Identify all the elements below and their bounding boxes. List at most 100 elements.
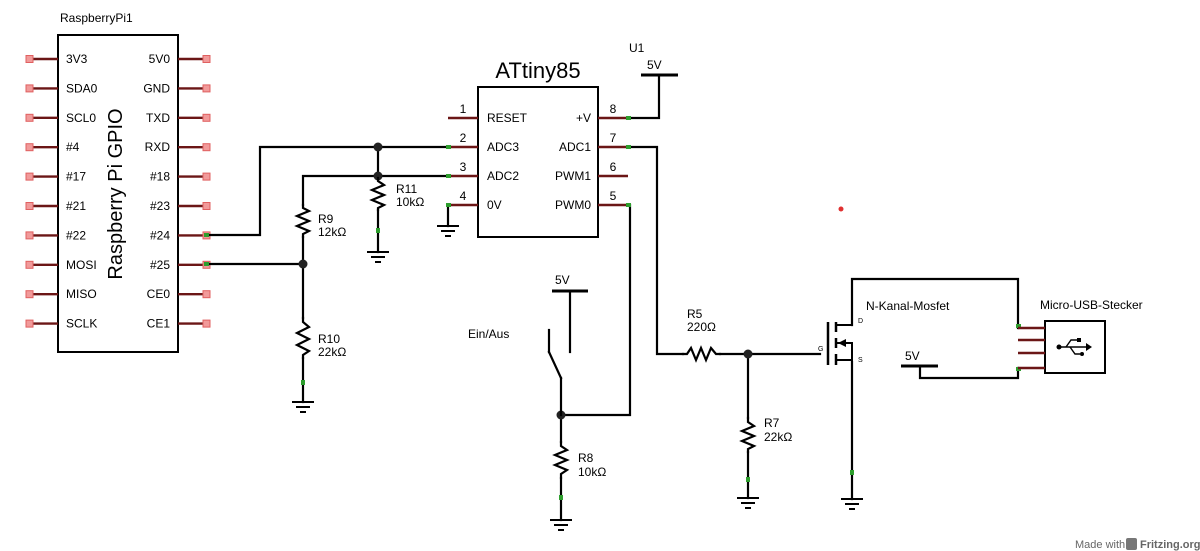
rpi-left-pin-label: SCLK bbox=[66, 317, 97, 331]
r5-name: R5 bbox=[687, 307, 703, 321]
junction-dots bbox=[298, 142, 753, 420]
fritzing-logo-icon bbox=[1126, 538, 1137, 550]
rpi-right-pin-label: TXD bbox=[146, 111, 170, 125]
rpi-pin-terminal bbox=[202, 55, 211, 63]
rpi-name: RaspberryPi1 bbox=[60, 11, 133, 25]
rpi-pin-terminal bbox=[25, 172, 34, 181]
wires bbox=[206, 73, 1020, 522]
resistor-r9: R9 12kΩ bbox=[294, 203, 346, 239]
rpi-pin-terminal bbox=[25, 202, 34, 210]
resistor-r8: R8 10kΩ bbox=[552, 440, 606, 480]
attiny-pin-number: 1 bbox=[460, 102, 467, 116]
attiny-name: ATtiny85 bbox=[495, 58, 580, 83]
resistor-r5: R5 220Ω bbox=[681, 307, 722, 363]
attiny-pin-number: 2 bbox=[460, 131, 467, 145]
rpi-pin-terminal bbox=[202, 84, 211, 93]
rpi-left-pin-label: #4 bbox=[66, 140, 80, 154]
power-5v-label: 5V bbox=[555, 273, 570, 287]
rpi-left-pin-label: 3V3 bbox=[66, 52, 88, 66]
footer-made-with: Made with bbox=[1075, 539, 1125, 551]
ground-symbols bbox=[292, 225, 863, 531]
rpi-pin-terminal bbox=[25, 319, 34, 328]
r5-value: 220Ω bbox=[687, 320, 716, 334]
micro-usb-connector: Micro-USB-Stecker bbox=[1018, 298, 1143, 374]
attiny-body bbox=[477, 86, 599, 238]
attiny-pin-label: 0V bbox=[487, 198, 502, 212]
rpi-left-pin-label: SCL0 bbox=[66, 111, 96, 125]
rpi-right-pin-label: #25 bbox=[150, 258, 170, 272]
attiny-pin-label: PWM1 bbox=[555, 169, 591, 183]
attiny-pin-label: +V bbox=[576, 111, 591, 125]
attiny-pin-number: 8 bbox=[610, 102, 617, 116]
r7-name: R7 bbox=[764, 416, 780, 430]
rpi-title: Raspberry Pi GPIO bbox=[105, 108, 127, 279]
rpi-pin-terminal bbox=[25, 143, 34, 152]
rpi-pin-terminal bbox=[25, 231, 34, 240]
ground-icon bbox=[367, 251, 389, 263]
rpi-right-pin-label: GND bbox=[143, 81, 170, 95]
r8-name: R8 bbox=[578, 451, 594, 465]
rpi-right-pin-label: 5V0 bbox=[149, 52, 171, 66]
usb-label: Micro-USB-Stecker bbox=[1040, 298, 1143, 312]
power-5v-label: 5V bbox=[905, 349, 920, 363]
raspberry-pi-gpio: RaspberryPi1 Raspberry Pi GPIO 3V3SDA0SC… bbox=[25, 11, 211, 353]
rpi-pin-terminal bbox=[202, 290, 211, 299]
rpi-pin-terminal bbox=[25, 113, 34, 122]
r8-value: 10kΩ bbox=[578, 465, 606, 479]
ground-icon bbox=[841, 498, 863, 510]
attiny-pin-label: ADC2 bbox=[487, 169, 519, 183]
ground-icon bbox=[550, 519, 572, 531]
mosfet-pin-g: G bbox=[818, 346, 823, 353]
rpi-right-pin-label: CE1 bbox=[147, 317, 171, 331]
rpi-pin-terminal bbox=[25, 290, 34, 299]
switch-ein-aus: Ein/Aus bbox=[468, 327, 563, 417]
ground-icon bbox=[737, 497, 759, 509]
power-5v-switch: 5V bbox=[552, 273, 588, 293]
ground-icon bbox=[437, 225, 459, 237]
rpi-pin-terminal bbox=[25, 84, 34, 93]
attiny-pin-number: 5 bbox=[610, 189, 617, 203]
red-marker-dot bbox=[838, 206, 844, 212]
switch-label: Ein/Aus bbox=[468, 327, 509, 341]
resistor-r11: R11 10kΩ bbox=[369, 176, 424, 212]
rpi-right-pin-label: #23 bbox=[150, 199, 170, 213]
r9-name: R9 bbox=[318, 212, 334, 226]
rpi-right-pin-label: #18 bbox=[150, 170, 170, 184]
attiny-pin-number: 3 bbox=[460, 160, 467, 174]
rpi-body bbox=[57, 34, 179, 353]
mosfet-label: N-Kanal-Mosfet bbox=[866, 299, 950, 313]
rpi-pin-terminal bbox=[202, 172, 211, 181]
rpi-left-pin-label: #22 bbox=[66, 228, 86, 242]
attiny-ref: U1 bbox=[629, 41, 645, 55]
fritzing-footer: Made with Fritzing.org bbox=[1075, 538, 1200, 551]
rpi-right-pin-label: CE0 bbox=[147, 287, 171, 301]
rpi-left-pin-label: MOSI bbox=[66, 258, 97, 272]
r10-name: R10 bbox=[318, 332, 340, 346]
attiny-pin-label: PWM0 bbox=[555, 198, 591, 212]
n-channel-mosfet: N-Kanal-Mosfet D G S bbox=[818, 299, 950, 365]
mosfet-pin-s: S bbox=[858, 357, 863, 364]
r11-value: 10kΩ bbox=[396, 195, 424, 209]
rpi-pin-terminal bbox=[202, 319, 211, 328]
attiny-pin-label: ADC3 bbox=[487, 140, 519, 154]
r7-value: 22kΩ bbox=[764, 430, 792, 444]
r10-value: 22kΩ bbox=[318, 345, 346, 359]
power-5v-label: 5V bbox=[647, 58, 662, 72]
rpi-right-pin-label: #24 bbox=[150, 228, 170, 242]
rpi-pin-terminal bbox=[202, 113, 211, 122]
mosfet-pin-d: D bbox=[858, 318, 863, 325]
rpi-left-pin-label: MISO bbox=[66, 287, 97, 301]
usb-icon bbox=[1056, 338, 1092, 356]
rpi-pin-terminal bbox=[202, 202, 211, 210]
r9-value: 12kΩ bbox=[318, 225, 346, 239]
rpi-left-pin-label: #17 bbox=[66, 170, 86, 184]
wire-end-markers bbox=[204, 116, 1021, 500]
power-5v-u1: 5V bbox=[641, 58, 678, 77]
attiny-pin-number: 6 bbox=[610, 160, 617, 174]
footer-brand: Fritzing.org bbox=[1140, 539, 1200, 551]
rpi-right-pin-label: RXD bbox=[145, 140, 171, 154]
rpi-pin-terminal bbox=[202, 143, 211, 152]
rpi-pin-terminal bbox=[25, 260, 34, 269]
